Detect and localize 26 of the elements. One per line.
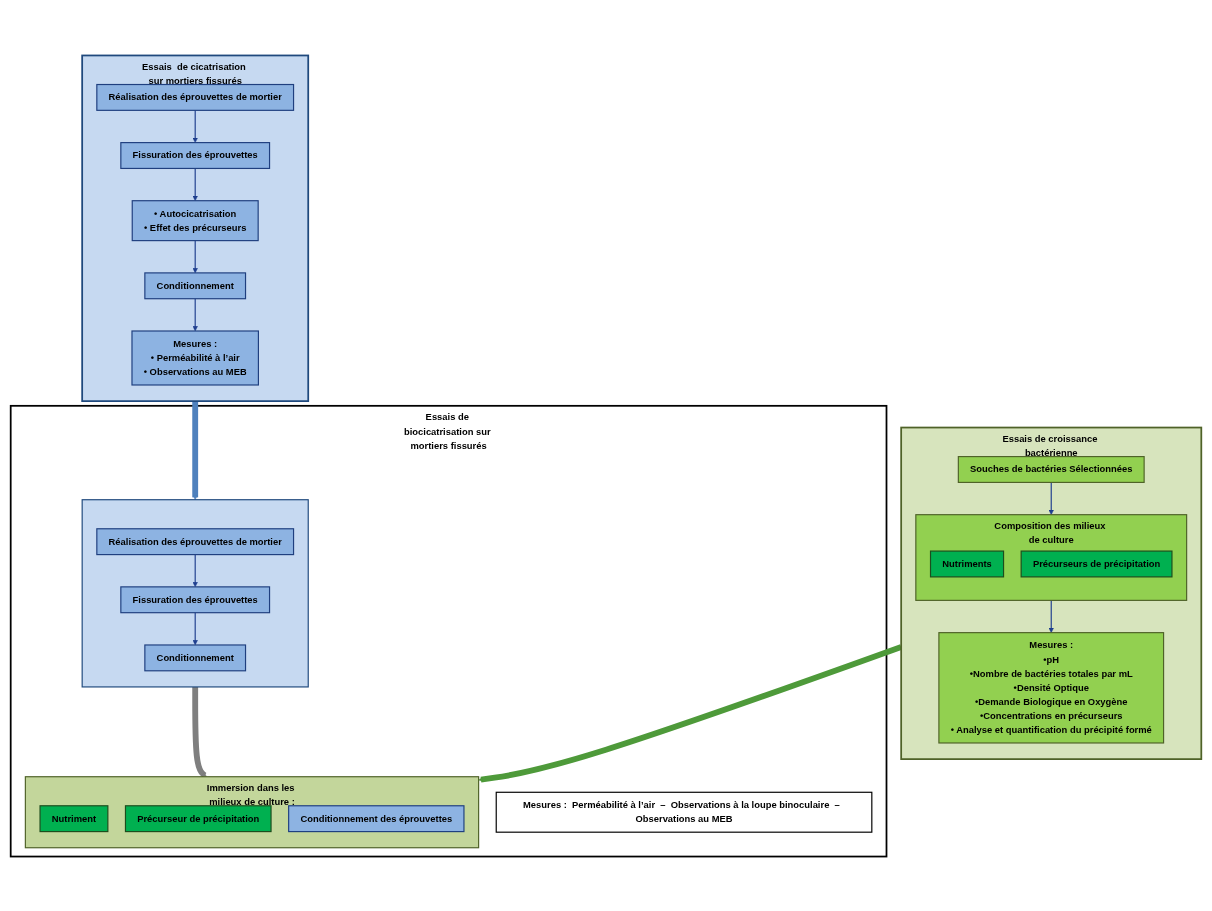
arrow — [192, 297, 198, 331]
arrow — [192, 611, 198, 645]
process-box: Nutriment — [39, 804, 109, 832]
process-box: Mesures : • Perméabilité à l’air • Observations au MEB — [131, 329, 259, 386]
arrow — [192, 686, 207, 778]
arrow — [192, 399, 199, 500]
process-box: Réalisation des éprouvettes de mortier — [96, 83, 295, 111]
arrow — [192, 553, 198, 587]
process-box: Fissuration des éprouvettes — [120, 585, 271, 613]
process-box: • Autocicatrisation • Effet des précurseurs — [131, 199, 259, 241]
process-box: Conditionnement — [144, 643, 247, 671]
process-box: Mesures : •pH •Nombre de bactéries totales par mL •Densité Optique •Demande Biologique en Oxygène •Concentrations en précurseurs • Analyse et quantification du précipité formé — [938, 631, 1165, 744]
process-box: Précurseur de précipitation — [124, 804, 272, 832]
process-box: Conditionnement des éprouvettes — [288, 804, 465, 832]
arrow — [192, 109, 198, 143]
process-box: Nutriments — [929, 550, 1005, 577]
process-box: Mesures : Perméabilité à l’air – Observations à la loupe binoculaire – Observations au MEB — [495, 791, 873, 833]
arrow — [1048, 481, 1054, 515]
arrow — [192, 167, 198, 201]
process-box: Réalisation des éprouvettes de mortier — [96, 527, 295, 555]
process-box: Souches de bactéries Sélectionnées — [957, 455, 1145, 483]
process-box: Conditionnement — [144, 271, 247, 299]
process-box: Fissuration des éprouvettes — [120, 141, 271, 169]
process-box: Précurseurs de précipitation — [1020, 550, 1173, 577]
arrow — [1048, 599, 1054, 633]
arrow — [192, 239, 198, 273]
